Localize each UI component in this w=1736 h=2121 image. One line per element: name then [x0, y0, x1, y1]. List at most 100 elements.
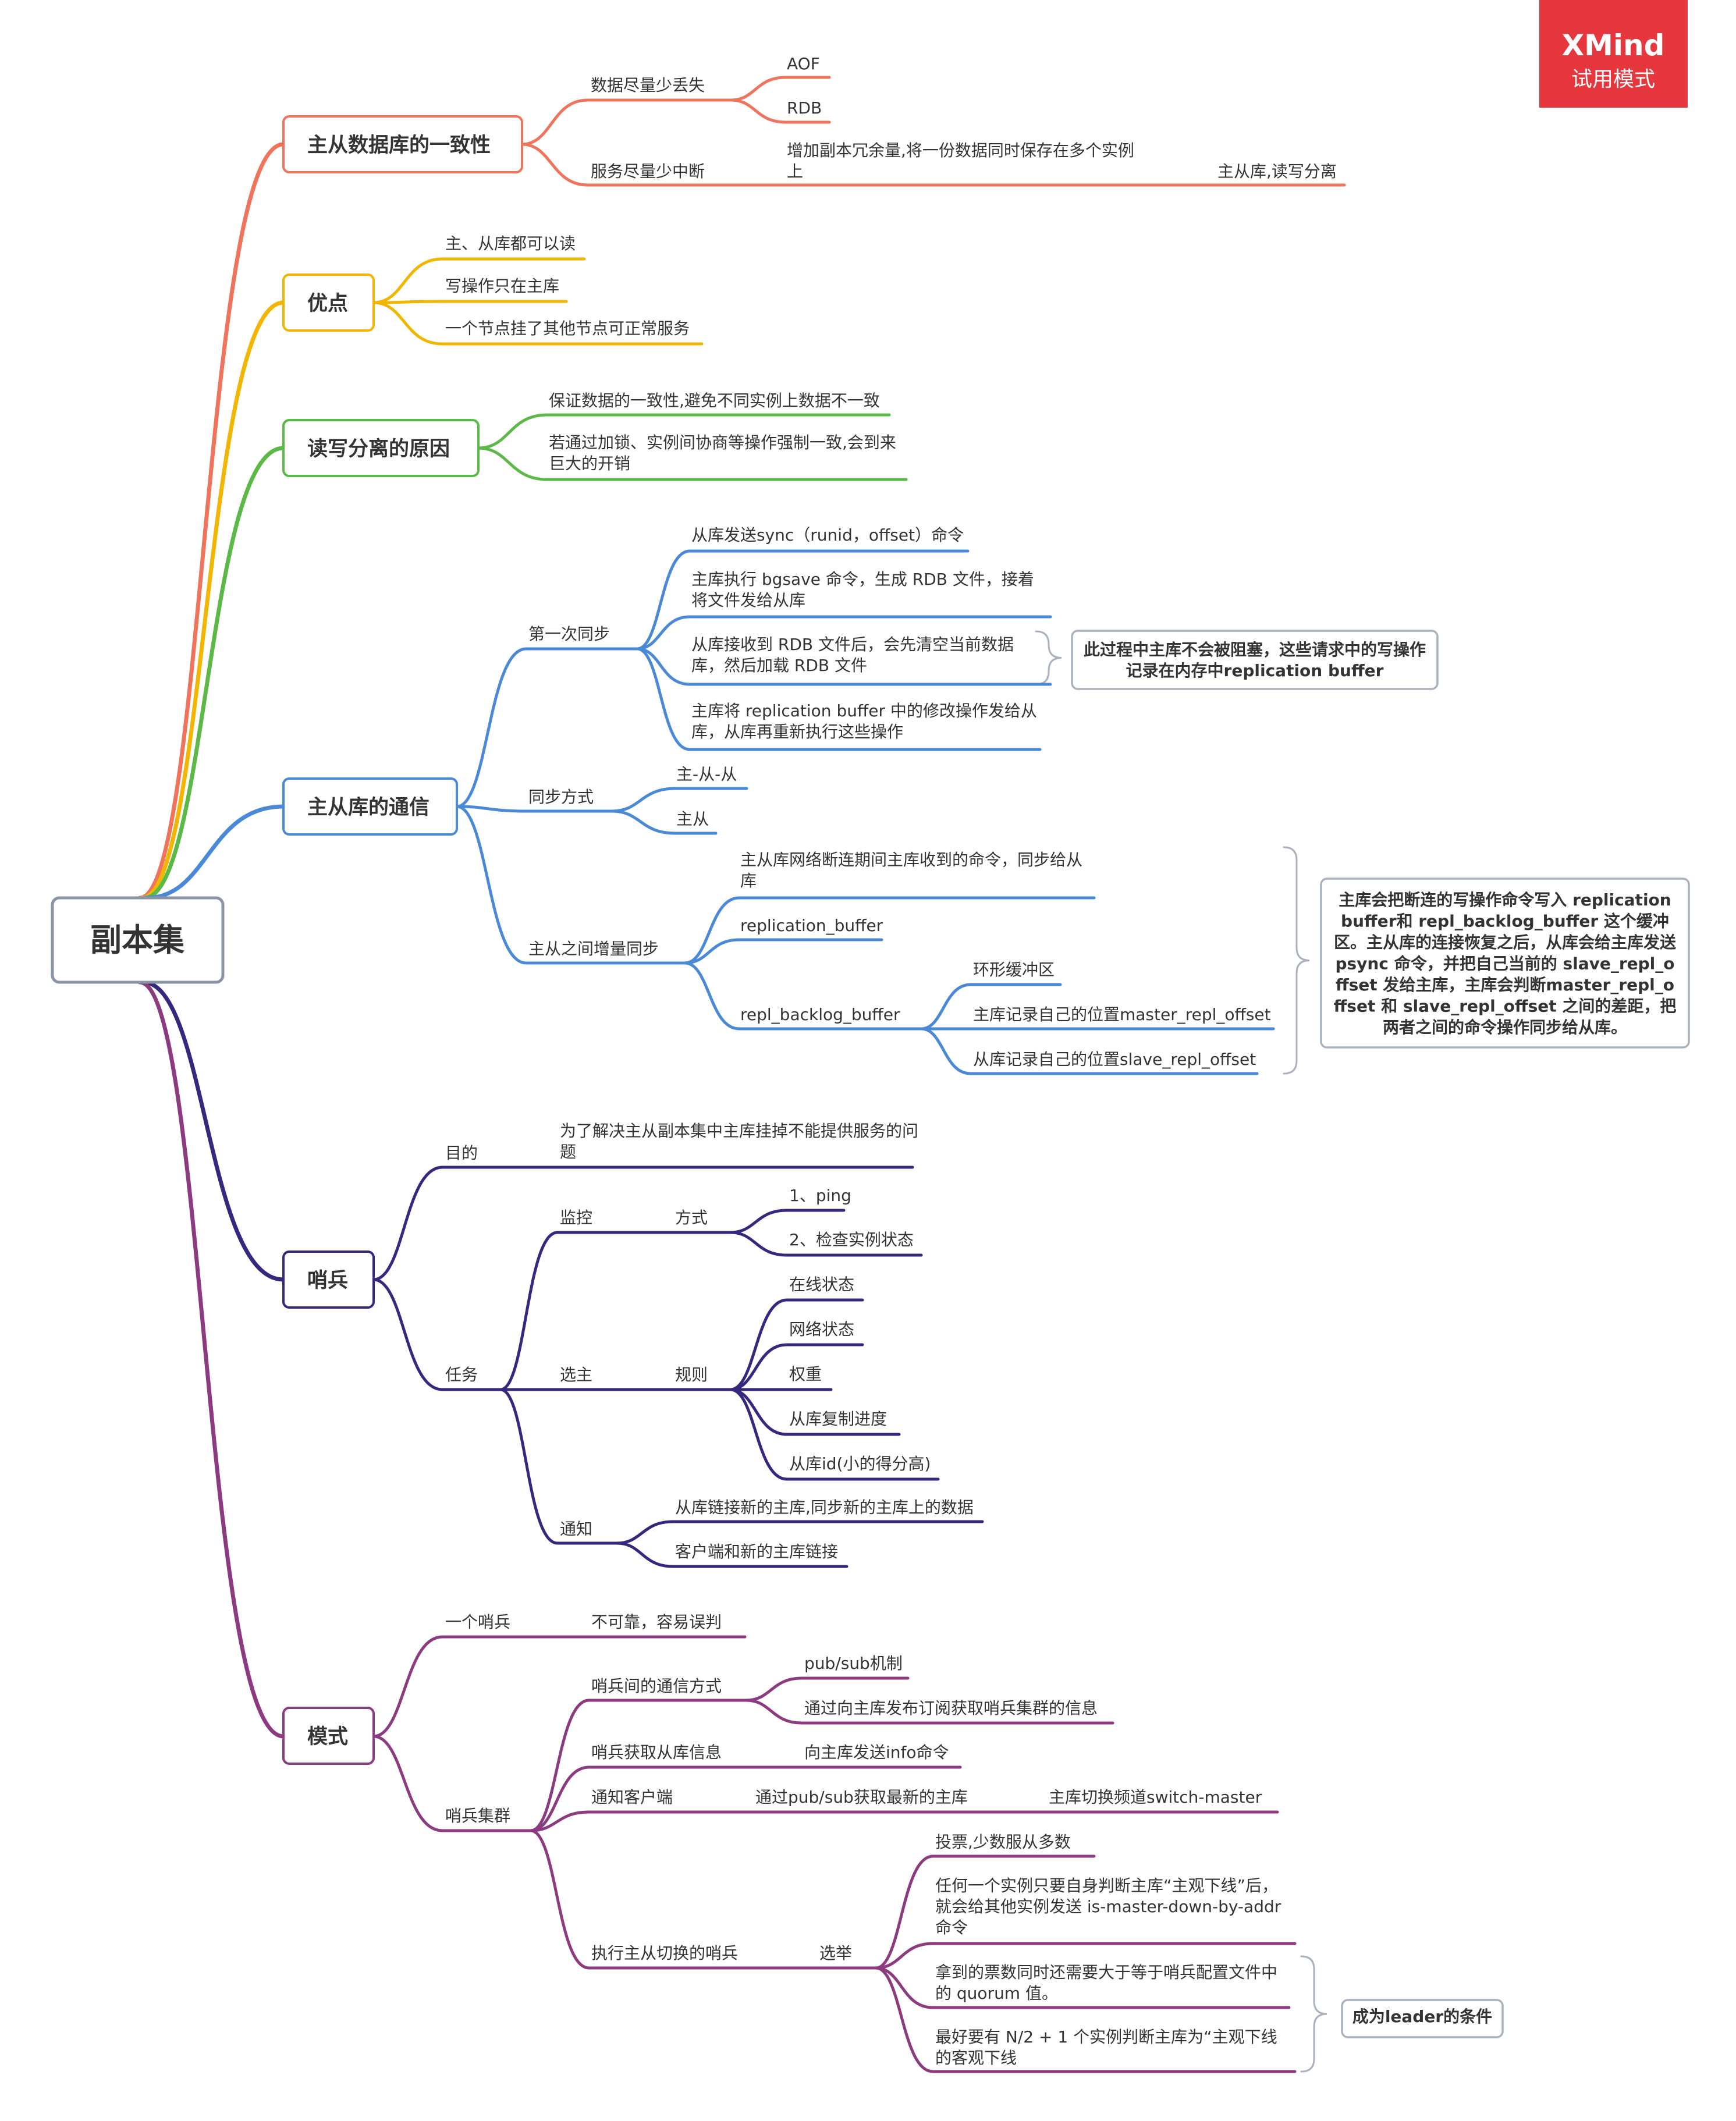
task-notify[interactable]: 通知 — [560, 1519, 592, 1539]
note-box-leader — [1341, 1999, 1504, 2038]
subtopic-rw-split[interactable]: 主从库,读写分离 — [1217, 162, 1337, 181]
subtopic-incremental-sync[interactable]: 主从之间增量同步 — [528, 939, 659, 958]
subtopic-write-master[interactable]: 写操作只在主库 — [445, 276, 559, 296]
task-elect[interactable]: 选主 — [560, 1365, 592, 1384]
connector-layer — [137, 76, 1327, 2073]
subtopic-consistency-guarantee[interactable]: 保证数据的一致性,避免不同实例上数据不一致 — [549, 391, 880, 410]
step-send-buffer[interactable]: 主库将 replication buffer 中的修改操作发给从库，从库再重新执… — [691, 701, 1037, 741]
connector-line — [920, 983, 972, 1031]
monitor-method[interactable]: 方式 — [675, 1208, 708, 1227]
elect-majority[interactable]: 最好要有 N/2 + 1 个实例判断主库为“主观下线的客观下线 — [935, 2027, 1277, 2067]
connector-line — [529, 1699, 591, 1832]
rule-slave-id[interactable]: 从库id(小的得分高) — [789, 1454, 931, 1473]
branch-sentinel: 目的 为了解决主从副本集中主库挂掉不能提供服务的问题 任务 监控 方式 1、pi… — [445, 1121, 974, 1561]
elect-vote[interactable]: 投票,少数服从多数 — [935, 1832, 1071, 1852]
subtopic-purpose[interactable]: 目的 — [445, 1143, 478, 1163]
topic-advantages[interactable]: 优点 — [307, 292, 348, 315]
subtopic-rdb[interactable]: RDB — [787, 98, 822, 118]
comm-pubsub[interactable]: pub/sub机制 — [804, 1654, 903, 1673]
subtopic-both-readable[interactable]: 主、从库都可以读 — [445, 234, 576, 253]
topic-box-sentinel — [282, 1250, 375, 1309]
mode-chain[interactable]: 主-从-从 — [676, 765, 737, 784]
root-topic[interactable]: 副本集 — [51, 896, 225, 984]
elect-rules[interactable]: 规则 — [675, 1365, 708, 1384]
subtopic-sync-mode[interactable]: 同步方式 — [528, 787, 594, 807]
rule-online[interactable]: 在线状态 — [789, 1275, 854, 1294]
subtopic-aof[interactable]: AOF — [787, 54, 820, 73]
topic-mode[interactable]: 模式 — [307, 1725, 348, 1749]
single-unreliable[interactable]: 不可靠，容易误判 — [591, 1612, 722, 1632]
summary-bracket — [1283, 846, 1310, 1075]
topic-master-slave-comm[interactable]: 主从库的通信 — [307, 796, 429, 819]
method-ping[interactable]: 1、ping — [789, 1186, 851, 1205]
connector-line — [729, 1209, 789, 1234]
box-layer — [282, 115, 1690, 2038]
connector-line — [610, 787, 677, 813]
inc-commands[interactable]: 主从库网络断连期间主库收到的命令，同步给从库 — [740, 850, 1082, 890]
subtopic-lock-overhead[interactable]: 若通过加锁、实例间协商等操作强制一致,会到来巨大的开销 — [549, 433, 896, 473]
notify-slaves[interactable]: 从库链接新的主库,同步新的主库上的数据 — [675, 1498, 974, 1517]
topic-box-consistency — [282, 115, 523, 173]
backlog-master-offset[interactable]: 主库记录自己的位置master_repl_offset — [973, 1005, 1271, 1024]
step-send-sync[interactable]: 从库发送sync（runid，offset）命令 — [691, 525, 964, 545]
backlog-ring[interactable]: 环形缓冲区 — [973, 960, 1055, 979]
connector-line — [372, 301, 444, 346]
switch-election[interactable]: 选举 — [819, 1944, 852, 1963]
subtopic-sentinel-cluster[interactable]: 哨兵集群 — [445, 1806, 510, 1825]
connector-line — [137, 980, 286, 1739]
connector-line — [520, 98, 590, 146]
connector-line — [683, 961, 741, 1031]
subtopic-failover[interactable]: 一个节点挂了其他节点可正常服务 — [445, 319, 690, 338]
method-check-state[interactable]: 2、检查实例状态 — [789, 1230, 914, 1249]
connector-line — [529, 1765, 591, 1832]
inc-replication-buffer[interactable]: replication_buffer — [740, 916, 883, 935]
task-monitor[interactable]: 监控 — [560, 1208, 592, 1227]
topic-consistency[interactable]: 主从数据库的一致性 — [307, 134, 491, 157]
summary-bracket — [1035, 630, 1062, 685]
cluster-communication[interactable]: 哨兵间的通信方式 — [591, 1676, 722, 1696]
connector-line — [636, 647, 691, 751]
connector-line — [683, 938, 741, 965]
notify-pubsub-latest[interactable]: 通过pub/sub获取最新的主库 — [755, 1788, 968, 1807]
connector-line — [455, 647, 528, 808]
step-bgsave[interactable]: 主库执行 bgsave 命令，生成 RDB 文件，接着将文件发给从库 — [691, 570, 1034, 610]
topic-sentinel[interactable]: 哨兵 — [307, 1269, 348, 1292]
cluster-get-slaves[interactable]: 哨兵获取从库信息 — [591, 1743, 722, 1762]
notify-switch-master[interactable]: 主库切换频道switch-master — [1049, 1788, 1262, 1807]
cluster-notify-client[interactable]: 通知客户端 — [591, 1788, 673, 1807]
connector-line — [874, 1966, 935, 2009]
rule-network[interactable]: 网络状态 — [789, 1320, 854, 1339]
subtopic-first-sync[interactable]: 第一次同步 — [528, 624, 610, 644]
subtopic-replica-redundancy[interactable]: 增加副本冗余量,将一份数据同时保存在多个实例上 — [787, 141, 1134, 181]
backlog-slave-offset[interactable]: 从库记录自己的位置slave_repl_offset — [973, 1050, 1256, 1069]
rule-weight[interactable]: 权重 — [789, 1365, 822, 1384]
connector-line — [142, 446, 286, 900]
comm-subscribe-info[interactable]: 通过向主库发布订阅获取哨兵集群的信息 — [804, 1699, 1098, 1718]
summary-bracket — [1300, 1955, 1327, 2073]
topic-box-rw-reason — [282, 419, 480, 477]
subtopic-less-loss[interactable]: 数据尽量少丢失 — [591, 76, 705, 95]
connector-line — [874, 1966, 935, 2073]
subtopic-tasks[interactable]: 任务 — [445, 1365, 478, 1384]
cluster-switch-sentinel[interactable]: 执行主从切换的哨兵 — [591, 1944, 738, 1963]
notify-clients[interactable]: 客户端和新的主库链接 — [675, 1542, 838, 1561]
root-topic-box — [51, 896, 225, 984]
inc-backlog-buffer[interactable]: repl_backlog_buffer — [740, 1005, 900, 1024]
purpose-text[interactable]: 为了解决主从副本集中主库挂掉不能提供服务的问题 — [560, 1121, 918, 1161]
topic-box-communication — [282, 777, 458, 836]
watermark-mode: 试用模式 — [1571, 67, 1655, 91]
subtopic-single-sentinel[interactable]: 一个哨兵 — [445, 1612, 510, 1632]
connector-line — [372, 257, 444, 304]
connector-line — [683, 896, 741, 965]
connector-line — [499, 1231, 559, 1391]
subtopic-less-interrupt[interactable]: 服务尽量少中断 — [591, 162, 705, 181]
topic-rw-split-reason[interactable]: 读写分离的原因 — [307, 437, 450, 461]
mode-direct[interactable]: 主从 — [676, 809, 709, 829]
step-load-rdb[interactable]: 从库接收到 RDB 文件后，会先清空当前数据库，然后加载 RDB 文件 — [691, 635, 1014, 675]
rule-replication-progress[interactable]: 从库复制进度 — [789, 1409, 887, 1429]
elect-subjective-down[interactable]: 任何一个实例只要自身判断主库“主观下线”后，就会给其他实例发送 is-maste… — [935, 1876, 1281, 1937]
connector-line — [729, 1343, 789, 1391]
get-slaves-info[interactable]: 向主库发送info命令 — [804, 1743, 949, 1762]
elect-quorum[interactable]: 拿到的票数同时还需要大于等于哨兵配置文件中的 quorum 值。 — [935, 1963, 1277, 2003]
